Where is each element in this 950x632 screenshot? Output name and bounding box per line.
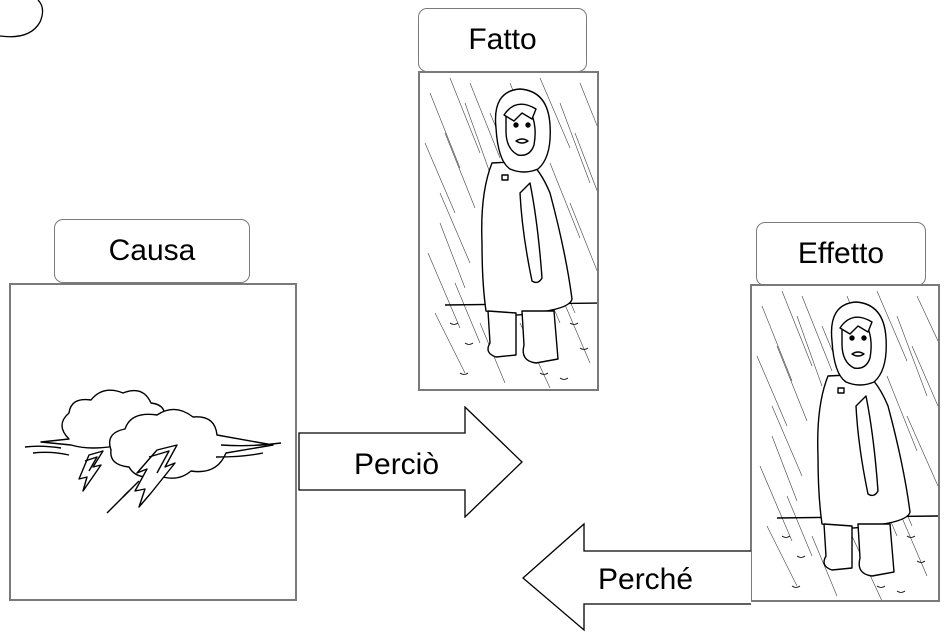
causa-frame [9,283,297,601]
fatto-label: Fatto [418,8,587,72]
perche-arrow [522,522,751,632]
child-in-rain-icon [424,77,597,389]
causa-label-text: Causa [108,234,196,267]
causa-label: Causa [54,219,250,283]
child-in-rain-icon [756,290,938,600]
effetto-label: Effetto [756,222,926,286]
effetto-label-text: Effetto [797,237,885,270]
percio-label: Perciò [354,448,440,481]
storm-cloud-lightning-icon [24,389,282,514]
corner-circle-decoration [0,0,44,38]
fatto-frame [418,71,599,391]
effetto-frame [750,284,940,602]
percio-arrow [298,406,523,518]
perche-label: Perché [598,563,694,596]
fatto-label-text: Fatto [468,23,537,56]
